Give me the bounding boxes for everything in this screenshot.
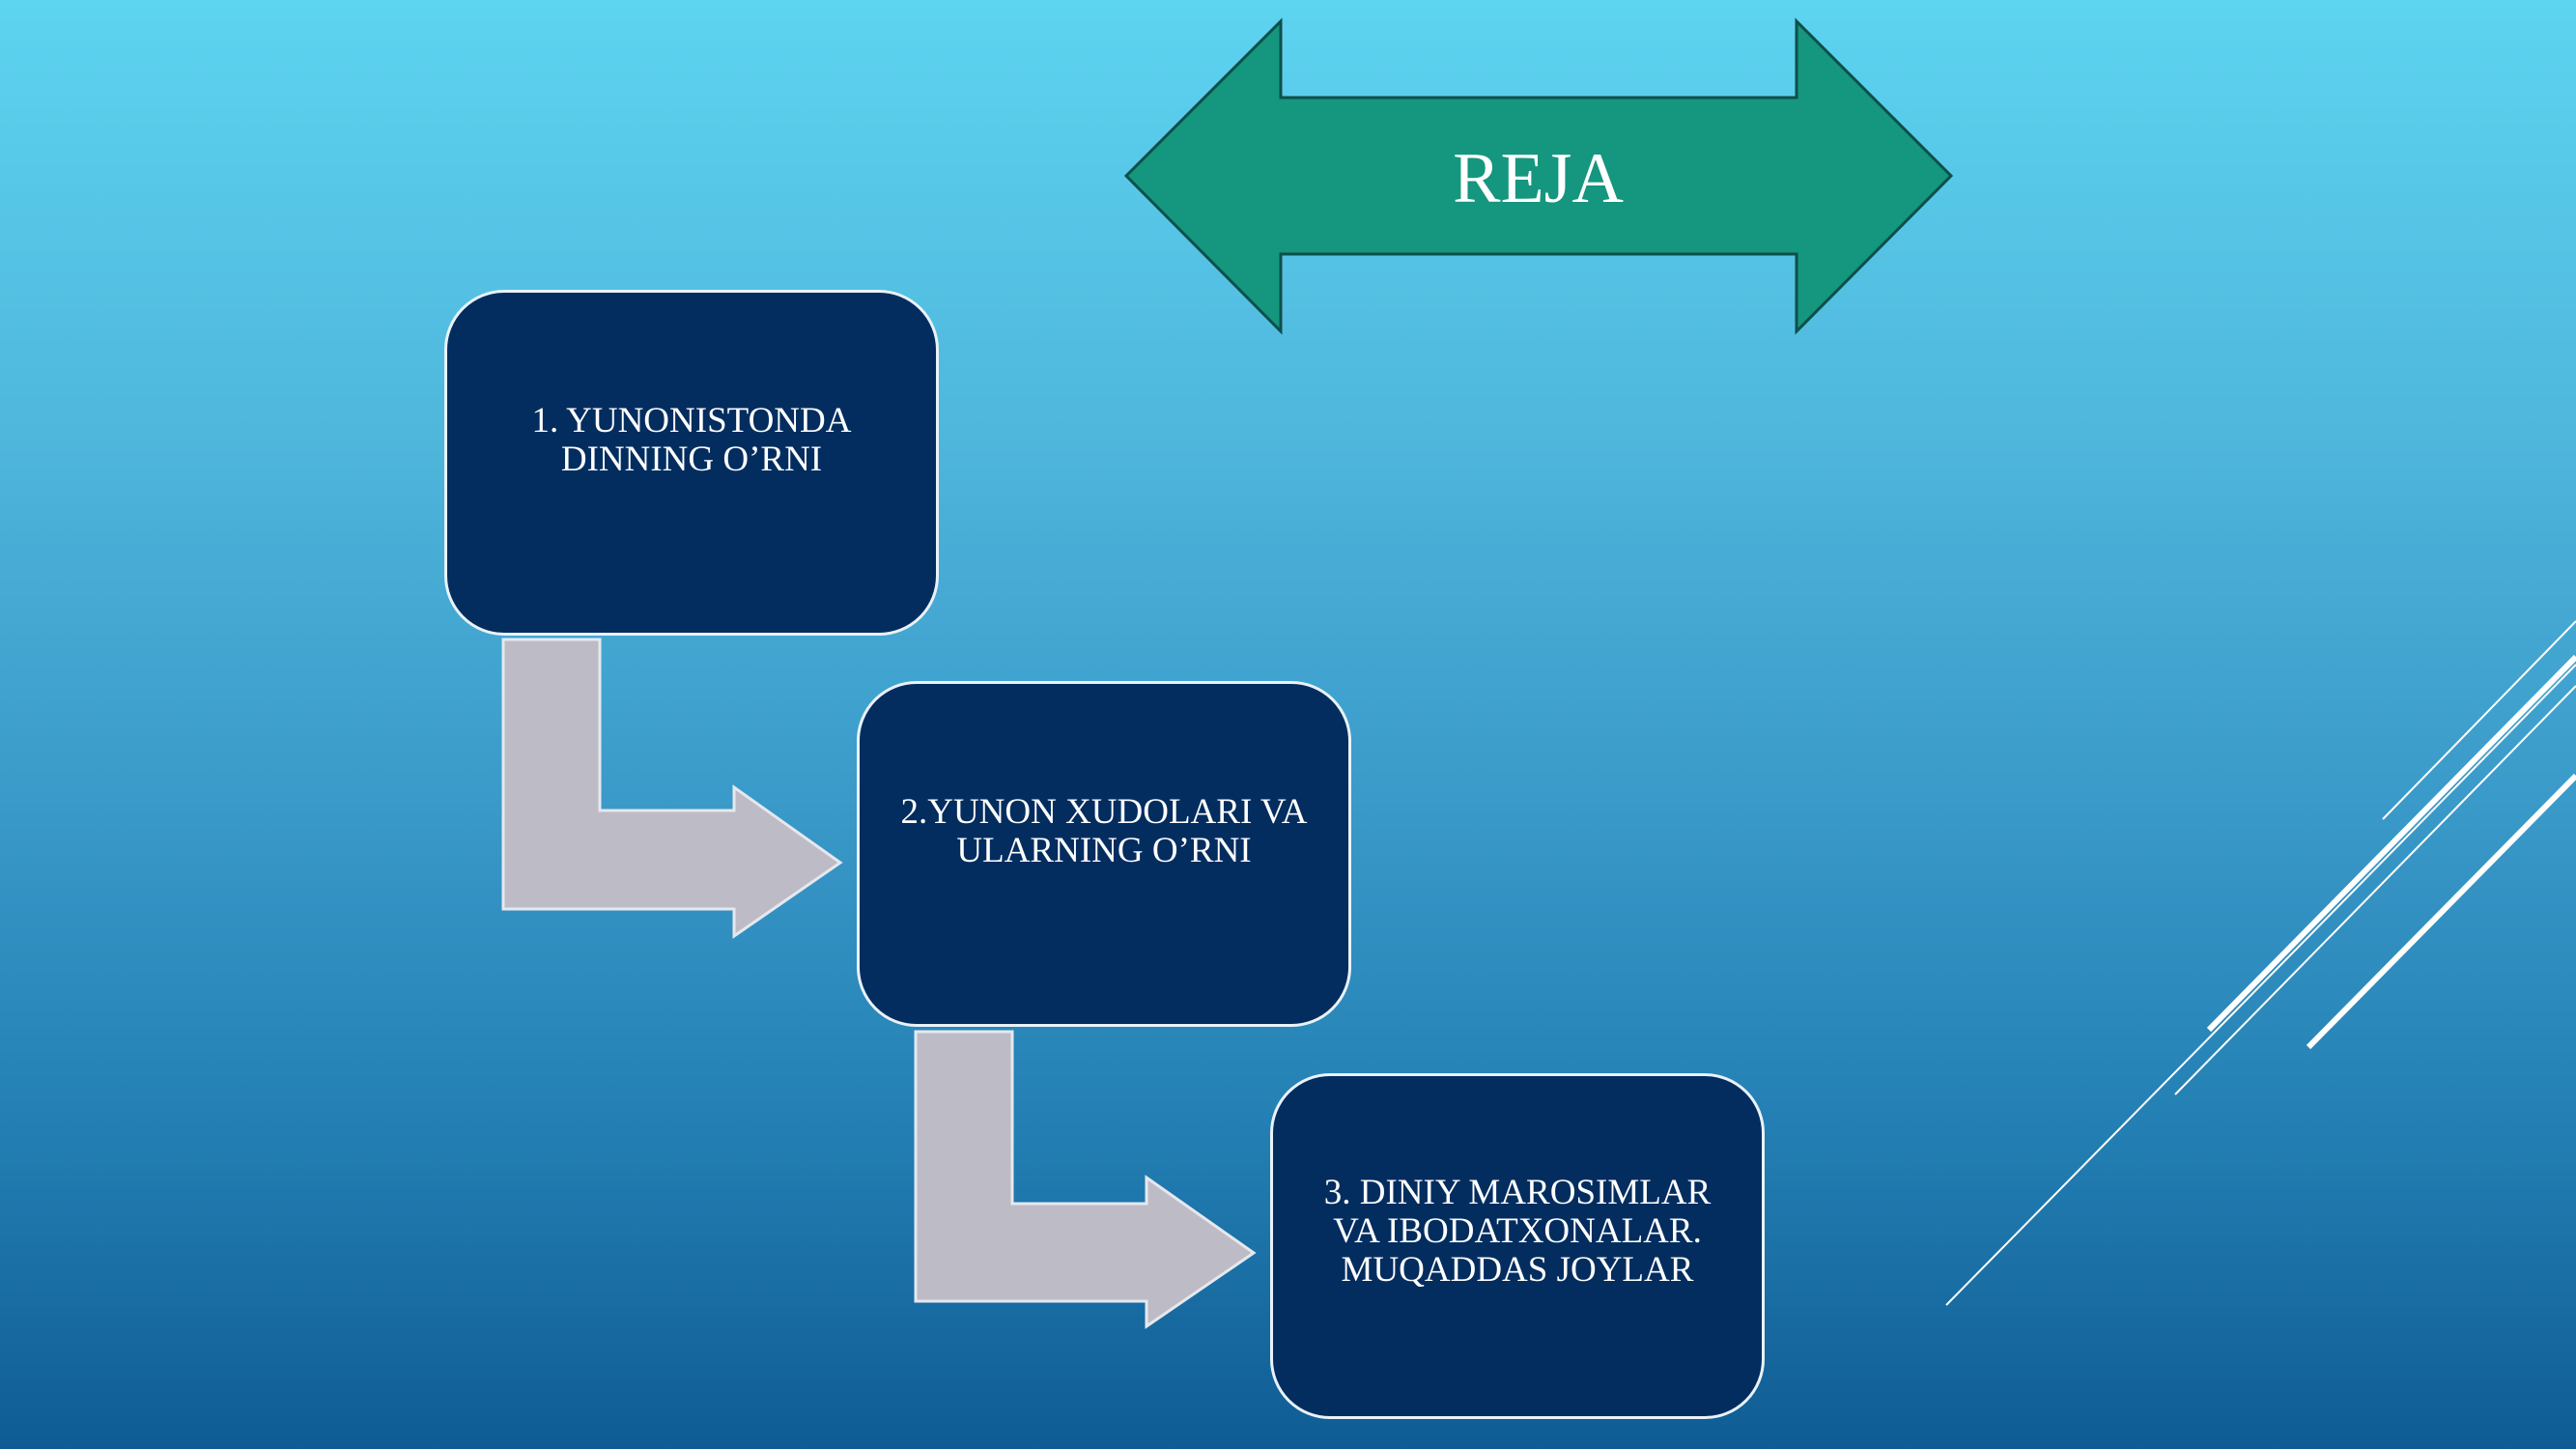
decor-line: [2306, 773, 2576, 1050]
slide-title: REJA: [1453, 139, 1624, 218]
double-arrow-shape: [1123, 17, 1954, 335]
decor-line: [2382, 620, 2576, 820]
decor-line: [2206, 654, 2576, 1033]
bent-arrow-1: [501, 638, 843, 939]
step-1-label: 1. YUNONISTONDA DINNING O’RNI: [531, 401, 852, 479]
step-box-2: 2.YUNON XUDOLARI VA ULARNING O’RNI: [857, 681, 1351, 1027]
step-2-label: 2.YUNON XUDOLARI VA ULARNING O’RNI: [900, 792, 1308, 870]
bent-arrow-2: [914, 1030, 1257, 1329]
decor-line: [2174, 685, 2576, 1095]
step-box-3: 3. DINIY MAROSIMLAR VA IBODATXONALAR. MU…: [1270, 1073, 1765, 1419]
decor-line: [1945, 664, 2576, 1306]
step-3-label: 3. DINIY MAROSIMLAR VA IBODATXONALAR. MU…: [1323, 1173, 1712, 1290]
step-box-1: 1. YUNONISTONDA DINNING O’RNI: [444, 290, 939, 636]
